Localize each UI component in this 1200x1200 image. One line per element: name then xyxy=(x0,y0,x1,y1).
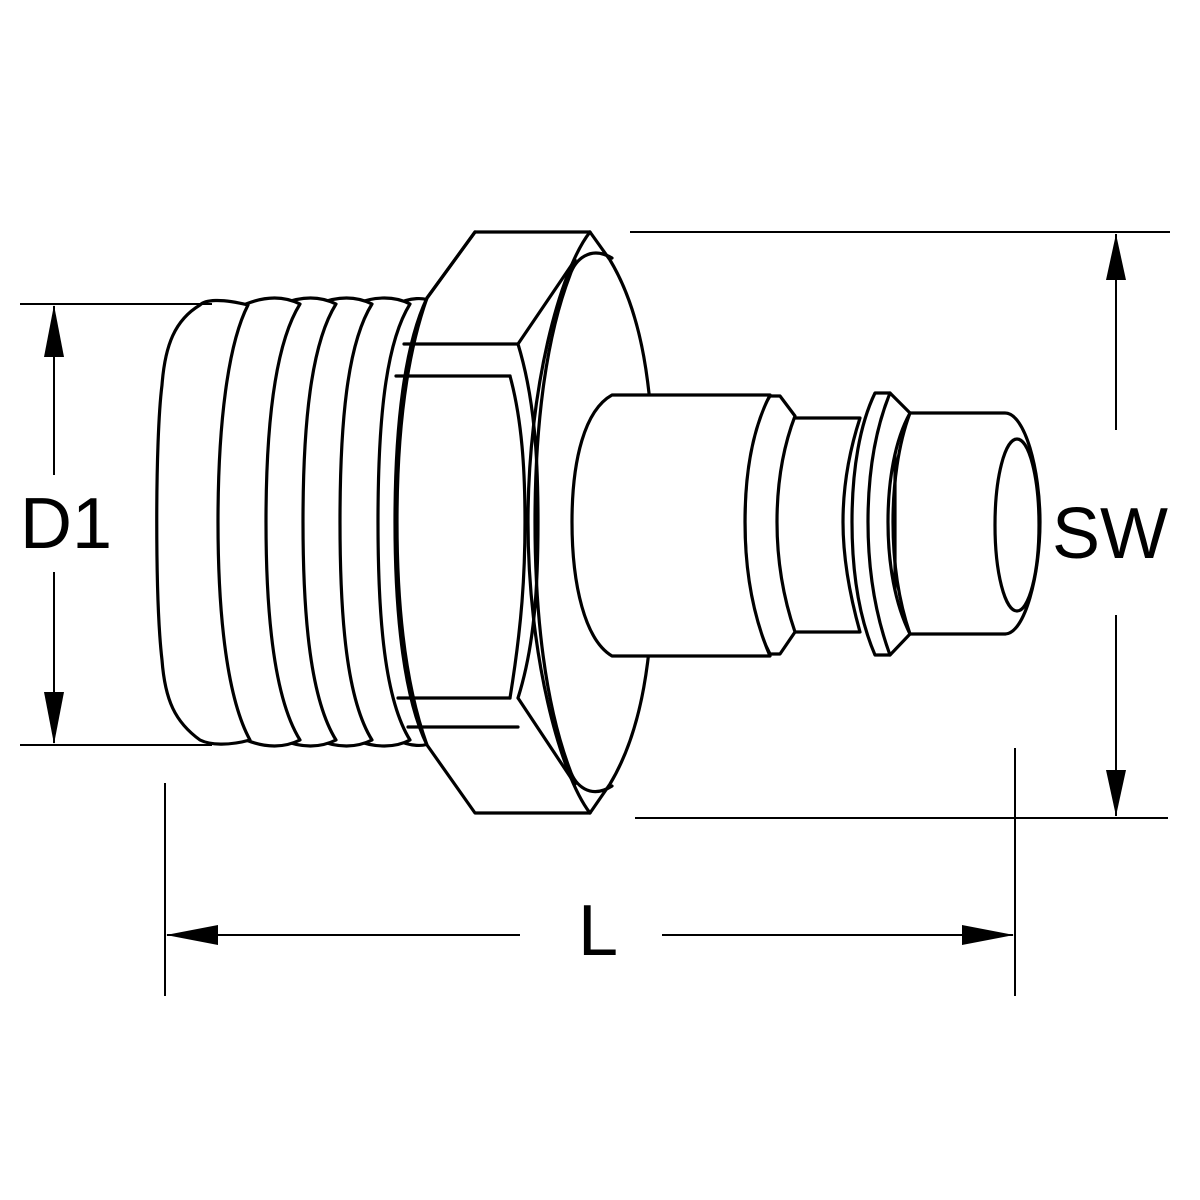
hex-nut xyxy=(393,230,657,815)
nipple-bore xyxy=(993,437,1041,613)
hex-washer-face xyxy=(526,230,592,815)
hex-inner-edge xyxy=(508,374,527,700)
d1-arrow-down-icon xyxy=(44,692,64,744)
plug-nipple xyxy=(570,391,1042,658)
nipple-body xyxy=(570,393,772,658)
d1-label: D1 xyxy=(20,484,112,564)
dimension-l: L xyxy=(164,748,1016,996)
nipple-groove xyxy=(773,416,862,634)
hex-corner-line-top xyxy=(425,230,477,300)
hex-chamfer-ring xyxy=(533,251,614,794)
sw-label: SW xyxy=(1052,494,1168,574)
hex-middle-edge xyxy=(516,258,577,786)
dimension-d1: D1 xyxy=(20,303,212,746)
threaded-section xyxy=(155,296,434,748)
nipple-collar-line xyxy=(866,391,892,657)
sw-arrow-down-icon xyxy=(1106,770,1126,816)
dimension-sw: SW xyxy=(630,231,1170,819)
l-arrow-right-icon xyxy=(962,925,1014,945)
thread-end-face xyxy=(155,298,252,746)
sw-arrow-up-icon xyxy=(1106,234,1126,280)
hex-left-edge xyxy=(395,296,429,747)
nipple-collar-front xyxy=(891,411,912,636)
l-arrow-left-icon xyxy=(166,925,218,945)
l-label: L xyxy=(578,891,618,971)
d1-arrow-up-icon xyxy=(44,305,64,357)
